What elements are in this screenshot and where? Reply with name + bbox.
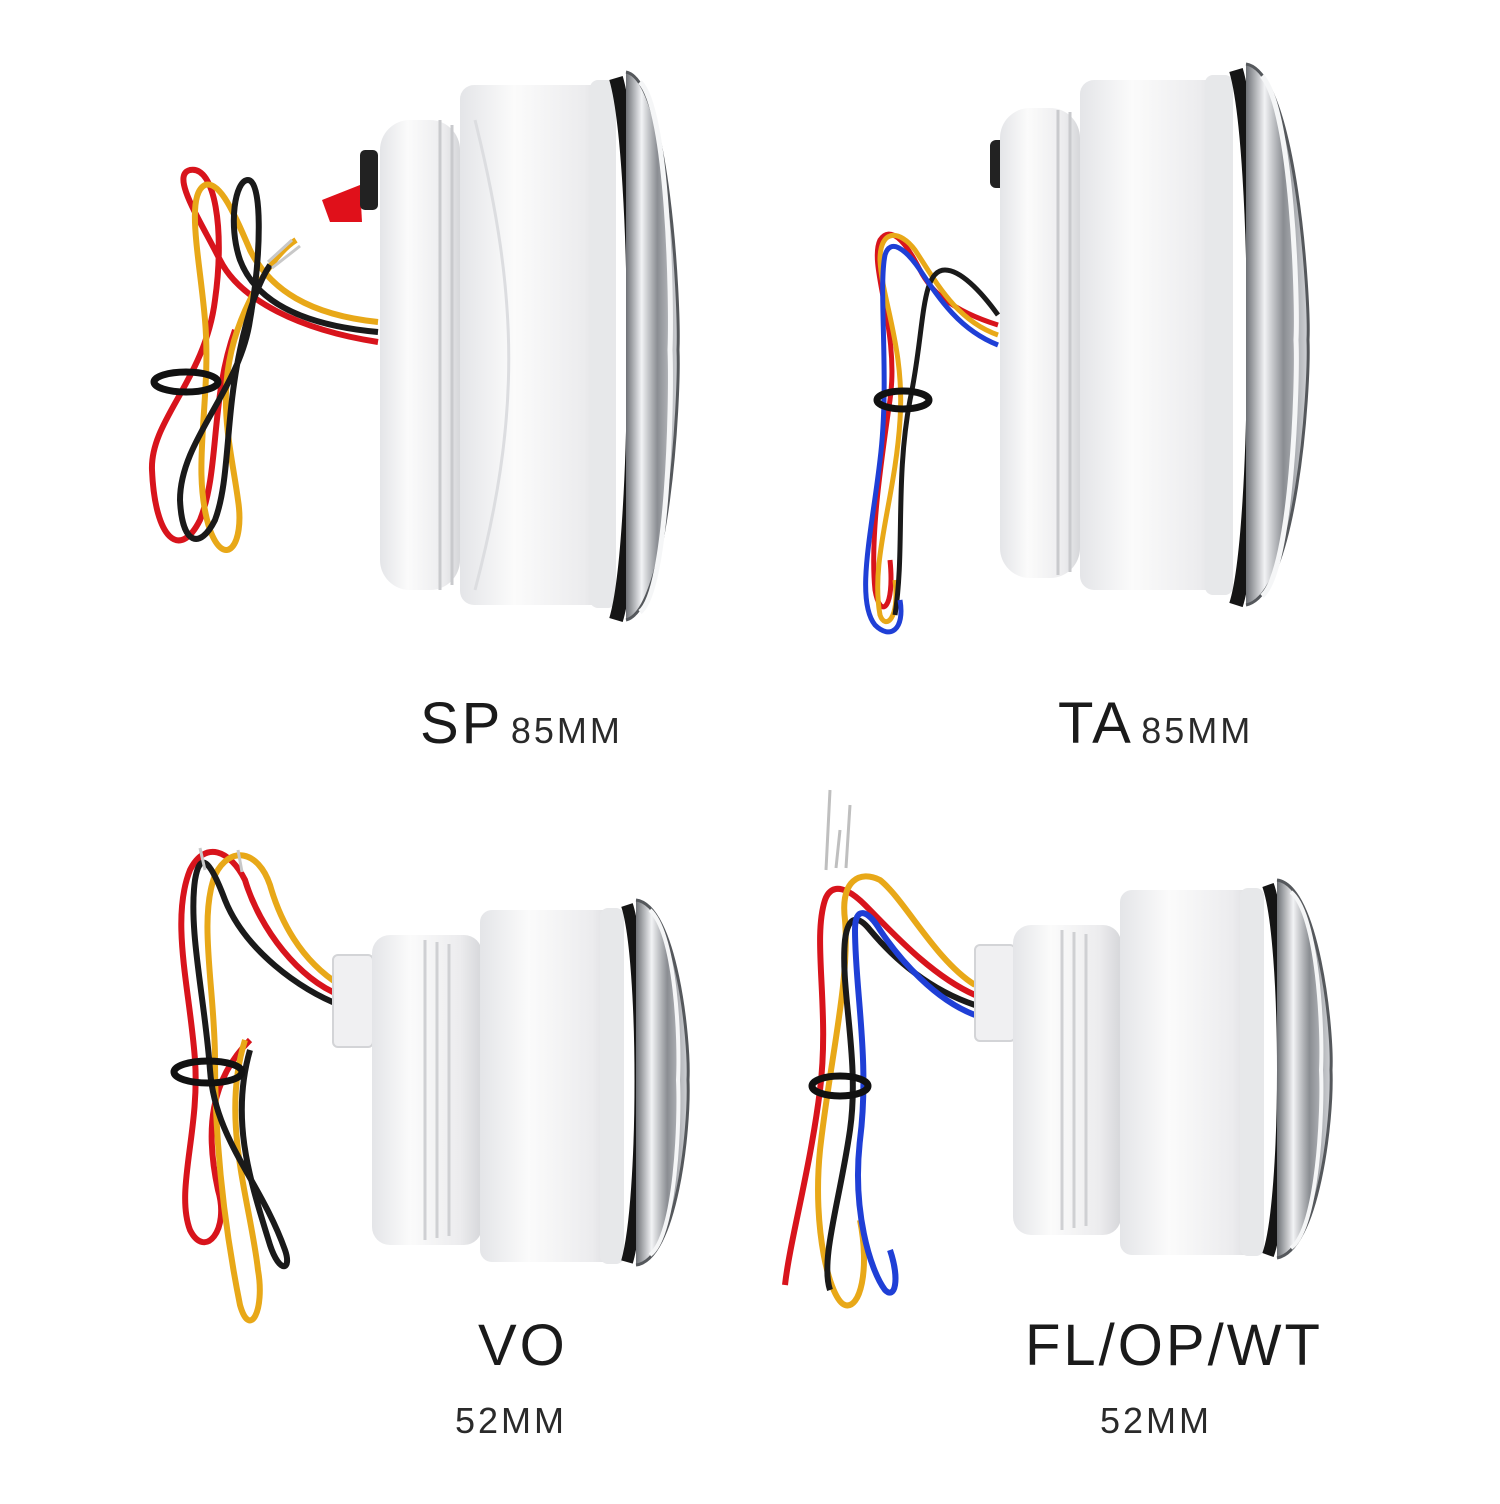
model-ta: TA (1058, 691, 1134, 756)
wire-bundle-sp-red (148, 166, 379, 544)
size-fl-op-wt: 52MM (1100, 1400, 1213, 1441)
cable-tie-vo (170, 1057, 246, 1087)
gauge-fl-op-wt (782, 789, 1333, 1309)
size-vo: 52MM (455, 1400, 568, 1441)
cable-tie-ta (873, 387, 933, 413)
size-sp: 85MM (510, 710, 623, 751)
wire-bundle-fl-red (782, 885, 977, 1286)
wire-bundle-ta-blue (863, 244, 999, 635)
model-sp: SP (420, 691, 504, 756)
wire-bundle-fl-black (824, 916, 976, 1291)
fuse-sp (322, 185, 362, 222)
size-ta: 85MM (1141, 710, 1254, 751)
wire-bundle-fl-yellow (815, 873, 977, 1309)
caption-ta: TA 85MM (1058, 690, 1253, 757)
gauge-ta (863, 62, 1310, 635)
wire-bundle-fl-blue (851, 910, 977, 1296)
wire-bundle-vo-black (190, 859, 342, 1270)
caption-sp: SP 85MM (420, 690, 623, 757)
gauge-vo (170, 847, 690, 1324)
gauge-sp (148, 70, 680, 623)
model-fl-op-wt: FL/OP/WT (1025, 1313, 1323, 1378)
wire-bundle-sp-black (176, 176, 379, 542)
cable-tie-fl (808, 1072, 872, 1100)
wire-bundle-ta-yellow (875, 232, 999, 624)
wire-bundle-ta-black (892, 267, 1001, 616)
model-vo: VO (478, 1313, 568, 1378)
cable-tie-sp (150, 368, 222, 396)
